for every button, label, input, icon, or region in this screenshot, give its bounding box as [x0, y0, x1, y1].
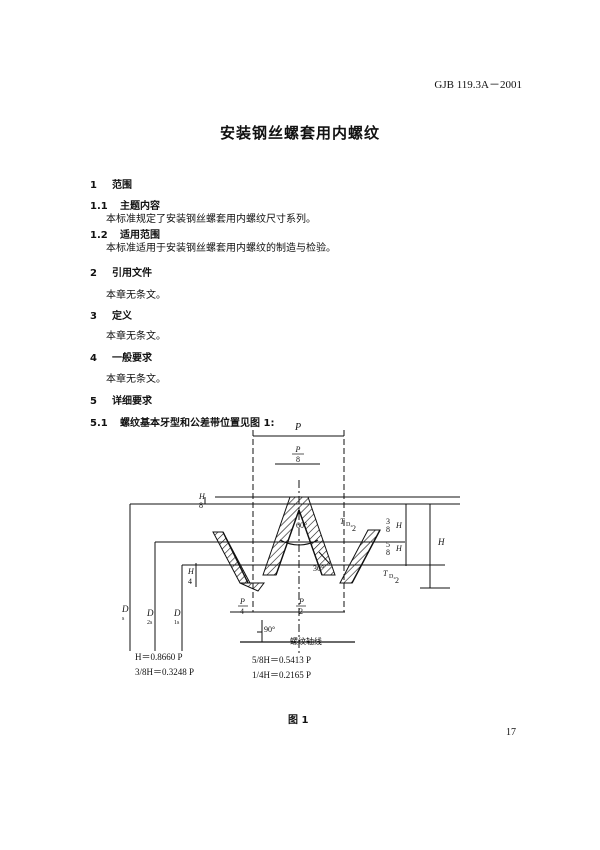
- label-P2-den: 2: [299, 607, 303, 616]
- label-D2s: D: [146, 608, 154, 618]
- basic-profile-c: [298, 509, 323, 576]
- label-P4-den: 4: [240, 607, 244, 616]
- formula-H: H＝0.8660 P: [135, 652, 183, 662]
- section-5-1-number: 5.1: [90, 418, 108, 429]
- label-angle-30: 30°: [313, 564, 324, 573]
- section-1-1-heading: 主题内容: [120, 201, 160, 212]
- label-TD2-bot-sub: D₂: [389, 574, 395, 580]
- figure-caption: 图 1: [288, 715, 309, 726]
- section-1-number: 1: [90, 180, 97, 191]
- label-angle-60: 60°: [296, 521, 307, 530]
- section-3-text: 本章无条文。: [106, 331, 166, 342]
- angle-60-arc: [279, 539, 319, 546]
- section-1-2: 1.2 适用范围: [90, 226, 160, 241]
- angle-30-leader: [318, 551, 331, 565]
- label-D2s-sub: 2s: [147, 620, 153, 626]
- label-H4-num: H: [187, 567, 195, 576]
- label-5-8-H-num: 5: [386, 540, 390, 549]
- label-H8-den: 8: [199, 501, 203, 510]
- label-TD2-top: T: [340, 517, 345, 526]
- page-number: 17: [506, 727, 516, 738]
- label-P8-num: P: [295, 445, 301, 454]
- formula-1-4-H: 1/4H＝0.2165 P: [252, 670, 311, 680]
- section-4: 4 一般要求: [90, 349, 152, 364]
- section-3: 3 定义: [90, 307, 132, 322]
- section-4-text: 本章无条文。: [106, 374, 166, 385]
- basic-profile-b: [275, 509, 300, 576]
- label-P8-den: 8: [296, 455, 300, 464]
- label-angle-90: 90°: [264, 625, 275, 634]
- section-1-2-heading: 适用范围: [120, 230, 160, 241]
- label-H8-num: H: [198, 492, 206, 501]
- section-2-text: 本章无条文。: [106, 290, 166, 301]
- section-5-1-heading: 螺纹基本牙型和公差带位置见图 1:: [120, 418, 275, 429]
- section-1-2-text: 本标准适用于安装钢丝螺套用内螺纹的制造与检验。: [106, 243, 336, 254]
- label-3-8-H-var: H: [395, 521, 403, 530]
- section-4-heading: 一般要求: [112, 353, 152, 364]
- label-P: P: [294, 422, 301, 433]
- section-5: 5 详细要求: [90, 392, 152, 407]
- section-2-heading: 引用文件: [112, 268, 152, 279]
- basic-profile-a: [222, 531, 249, 584]
- label-3-8-H-num: 3: [386, 517, 390, 526]
- label-P4-num: P: [239, 597, 245, 606]
- label-D1s: D: [173, 608, 181, 618]
- label-TD2-bot-den: 2: [395, 576, 399, 585]
- section-1-heading: 范围: [112, 180, 132, 191]
- section-1-2-number: 1.2: [90, 230, 108, 241]
- standard-number: GJB 119.3A－2001: [434, 79, 522, 91]
- right-angle-mark: [257, 631, 263, 637]
- section-1: 1 范围: [90, 176, 132, 191]
- section-5-number: 5: [90, 396, 97, 407]
- formula-5-8-H: 5/8H＝0.5413 P: [252, 655, 311, 665]
- section-4-number: 4: [90, 353, 97, 364]
- right-flank: [339, 529, 381, 584]
- section-2: 2 引用文件: [90, 264, 152, 279]
- label-H4-den: 4: [188, 577, 192, 586]
- label-Ds: D: [121, 604, 129, 614]
- label-thread-axis: 螺纹轴线: [290, 636, 322, 646]
- basic-profile-d: [351, 529, 381, 584]
- left-root: [239, 582, 265, 592]
- label-TD2-top-den: 2: [352, 524, 356, 533]
- section-3-heading: 定义: [112, 311, 132, 322]
- label-P2-num: P: [298, 597, 304, 606]
- label-D1s-sub: 1s: [174, 620, 180, 626]
- section-2-number: 2: [90, 268, 97, 279]
- page-title: 安装钢丝螺套用内螺纹: [219, 124, 380, 142]
- section-1-1-number: 1.1: [90, 201, 108, 212]
- formula-3-8-H: 3/8H＝0.3248 P: [135, 667, 194, 677]
- label-5-8-H-den: 8: [386, 548, 390, 557]
- section-5-heading: 详细要求: [112, 396, 152, 407]
- label-TD2-bot: T: [383, 569, 388, 578]
- label-H: H: [437, 537, 445, 547]
- label-TD2-top-sub: D₂: [346, 522, 352, 528]
- section-1-1: 1.1 主题内容: [90, 197, 160, 212]
- label-3-8-H-den: 8: [386, 525, 390, 534]
- section-1-1-text: 本标准规定了安装钢丝螺套用内螺纹尺寸系列。: [106, 214, 316, 225]
- label-Ds-sub: s: [122, 616, 125, 622]
- section-5-1: 5.1 螺纹基本牙型和公差带位置见图 1:: [90, 414, 274, 429]
- label-5-8-H-var: H: [395, 544, 403, 553]
- section-3-number: 3: [90, 311, 97, 322]
